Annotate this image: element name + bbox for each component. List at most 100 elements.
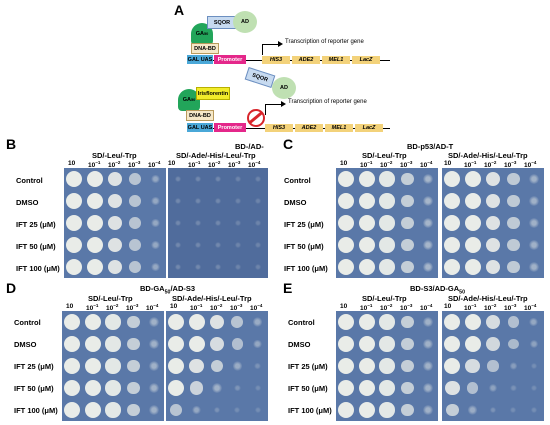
- panel-c-right-header: SD/-Ade/-His/-Leu/-Trp: [448, 151, 528, 160]
- colony-spot: [84, 358, 101, 374]
- colony-spot: [528, 174, 539, 184]
- panel-d-right-header: SD/-Ade/-His/-Leu/-Trp: [172, 294, 252, 303]
- condition-label: IFT 25 (μM): [16, 220, 56, 229]
- colony-spot: [422, 361, 433, 371]
- colony-spot: [338, 215, 355, 231]
- tss-arrow-2-head: [281, 101, 286, 107]
- panel-c-left-header: SD/-Leu/-Trp: [362, 151, 407, 160]
- colony-spot: [148, 405, 159, 415]
- colony-spot: [507, 316, 520, 328]
- colony-spot: [151, 196, 161, 206]
- colony-spot: [488, 383, 498, 393]
- colony-spot: [379, 380, 395, 396]
- colony-spot: [107, 193, 123, 209]
- colony-spot: [209, 336, 225, 352]
- colony-spot: [174, 219, 182, 227]
- dilution-label: 10−4: [420, 160, 433, 170]
- colony-spot: [107, 259, 123, 275]
- colony-spot: [126, 403, 140, 417]
- colony-spot: [338, 380, 355, 396]
- colony-spot: [254, 362, 262, 370]
- colony-spot: [444, 193, 461, 209]
- colony-spot: [422, 383, 433, 393]
- condition-label: Control: [14, 318, 41, 327]
- condition-label: IFT 25 (μM): [288, 362, 328, 371]
- colony-spot: [400, 172, 414, 186]
- colony-spot: [338, 336, 355, 352]
- dilution-label: 10: [66, 303, 74, 310]
- dilution-label: 10−3: [400, 303, 413, 313]
- colony-spot: [253, 317, 263, 327]
- colony-spot: [86, 171, 103, 187]
- panel-c-letter: C: [283, 136, 294, 152]
- panel-e-right-header: SD/-Ade/-His/-Leu/-Trp: [448, 294, 528, 303]
- panel-d-plate-right: [166, 311, 268, 421]
- colony-spot: [465, 358, 480, 374]
- colony-spot: [168, 314, 185, 330]
- dna-bd-1: DNA-BD: [191, 43, 219, 54]
- colony-spot: [422, 405, 433, 415]
- colony-spot: [485, 171, 501, 187]
- colony-spot: [174, 197, 182, 205]
- colony-spot: [422, 217, 433, 229]
- colony-spot: [400, 381, 414, 395]
- colony-spot: [528, 218, 539, 228]
- colony-spot: [174, 241, 182, 249]
- panel-d-title: BD-GA50/AD-S3: [140, 284, 196, 296]
- gene-ade2-1: ADE2: [292, 56, 320, 64]
- panel-b-letter: B: [6, 136, 17, 152]
- colony-spot: [338, 193, 355, 209]
- colony-spot: [254, 219, 262, 227]
- colony-spot: [379, 358, 395, 374]
- colony-spot: [338, 171, 355, 187]
- colony-spot: [358, 237, 375, 253]
- colony-spot: [86, 259, 103, 275]
- colony-spot: [254, 241, 262, 249]
- colony-spot: [234, 197, 242, 205]
- colony-spot: [151, 174, 161, 184]
- dilution-label: 10−2: [380, 160, 393, 170]
- colony-spot: [528, 196, 539, 206]
- colony-spot: [105, 314, 121, 330]
- dilution-label: 10−2: [380, 303, 393, 313]
- condition-label: IFT 25 (μM): [14, 362, 54, 371]
- dilution-label: 10: [68, 160, 76, 167]
- tss-arrow-2-horizontal: [265, 104, 283, 105]
- colony-spot: [400, 337, 414, 351]
- condition-label: DMSO: [284, 198, 307, 207]
- dilution-label: 10−4: [248, 160, 261, 170]
- colony-spot: [194, 263, 202, 271]
- colony-spot: [528, 240, 539, 250]
- colony-spot: [174, 175, 182, 183]
- dilution-label: 10−1: [464, 303, 477, 313]
- colony-spot: [170, 404, 183, 416]
- colony-spot: [485, 215, 501, 231]
- colony-spot: [231, 338, 244, 350]
- dilution-label: 10: [444, 160, 452, 167]
- gene-mel1-2: MEL1: [325, 124, 353, 132]
- colony-spot: [400, 315, 414, 329]
- colony-spot: [379, 237, 395, 253]
- colony-spot: [444, 336, 461, 352]
- colony-spot: [508, 338, 519, 350]
- colony-spot: [189, 358, 205, 374]
- colony-spot: [400, 194, 414, 208]
- colony-spot: [530, 362, 537, 370]
- panel-b-plate-right: [168, 168, 268, 278]
- colony-spot: [358, 336, 375, 352]
- colony-spot: [338, 402, 355, 418]
- colony-spot: [528, 262, 539, 272]
- colony-spot: [510, 384, 517, 392]
- colony-spot: [358, 215, 375, 231]
- dilution-label: 10−2: [108, 160, 121, 170]
- colony-spot: [105, 336, 121, 352]
- colony-spot: [66, 171, 83, 187]
- dilution-label: 10−2: [484, 160, 497, 170]
- colony-spot: [168, 380, 185, 396]
- condition-label: IFT 25 (μM): [284, 220, 324, 229]
- colony-spot: [66, 215, 83, 231]
- colony-spot: [338, 358, 355, 374]
- dilution-label: 10−1: [190, 303, 203, 313]
- colony-spot: [507, 194, 520, 208]
